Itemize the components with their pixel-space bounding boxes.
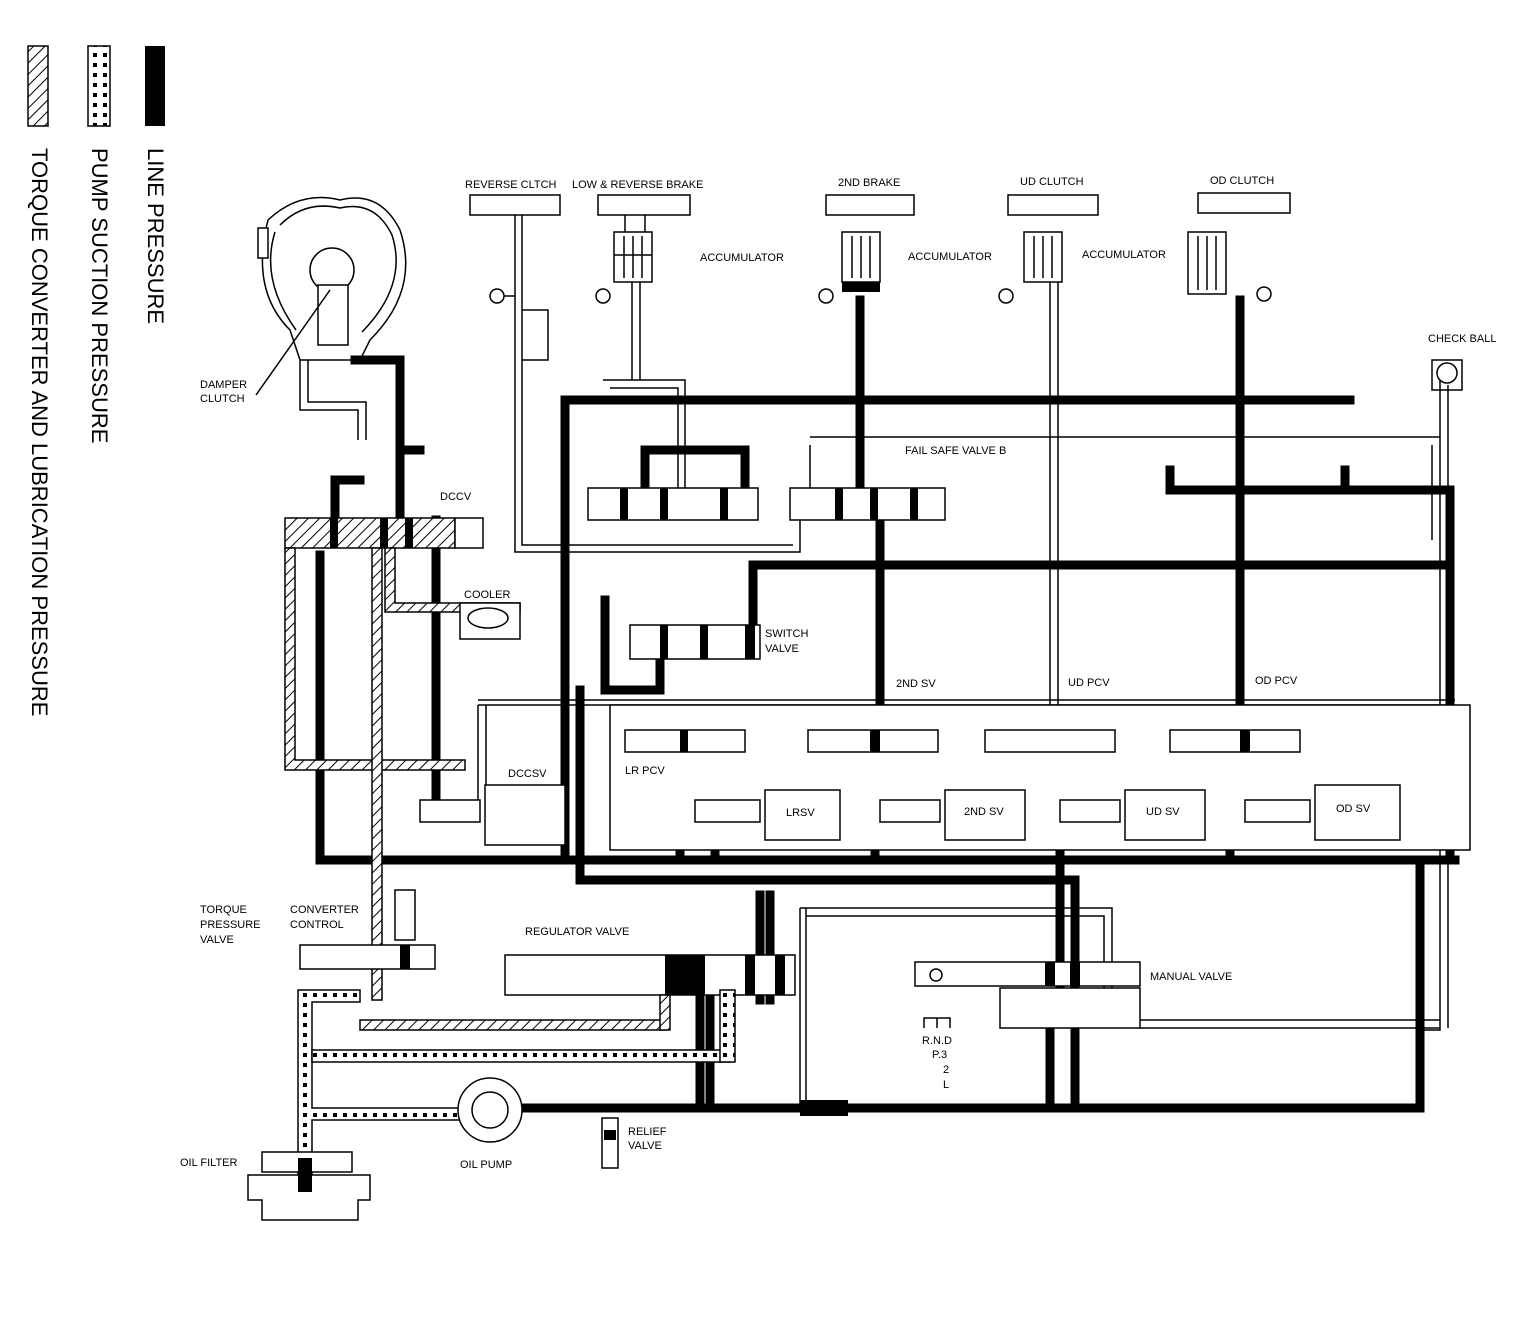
torque-pressure-valve-label-1: TORQUE xyxy=(200,904,247,916)
lrsv-label: LRSV xyxy=(786,807,815,819)
lr-pcv-label: LR PCV xyxy=(625,765,665,777)
accumulators xyxy=(489,231,1272,304)
converter-control-label-1: CONVERTER xyxy=(290,904,359,916)
ud-sv-label: UD SV xyxy=(1146,806,1180,818)
fail-safe-valve-block xyxy=(587,487,946,521)
oil-pump xyxy=(457,1077,523,1143)
check-ball-label: CHECK BALL xyxy=(1428,333,1496,345)
range-label-1: R.N.D xyxy=(922,1035,952,1047)
legend-swatch-suction xyxy=(87,45,111,127)
low-reverse-brake-label: LOW & REVERSE BRAKE xyxy=(572,179,703,191)
torque-pressure-valve-label-2: PRESSURE xyxy=(200,919,261,931)
manual-valve xyxy=(914,961,1141,1029)
dccsv-label: DCCSV xyxy=(508,768,547,780)
oil-filter-label: OIL FILTER xyxy=(180,1157,238,1169)
second-sv-label: 2ND SV xyxy=(964,806,1004,818)
oil-filter xyxy=(247,1151,371,1221)
oil-pump-label: OIL PUMP xyxy=(460,1159,512,1171)
reverse-clutch-label: REVERSE CLTCH xyxy=(465,179,557,191)
regulator-valve-label: REGULATOR VALVE xyxy=(525,926,629,938)
legend: LINE PRESSURE PUMP SUCTION PRESSURE TORQ… xyxy=(27,45,168,716)
suction-circuits xyxy=(297,989,736,1181)
manual-valve-label: MANUAL VALVE xyxy=(1150,971,1232,983)
lrsv-box xyxy=(764,789,841,841)
clutch-boxes xyxy=(469,192,1291,216)
damper-clutch-label-2: CLUTCH xyxy=(200,393,245,405)
accumulator-2nd xyxy=(841,231,881,292)
accumulator-lr xyxy=(613,231,653,283)
ud-clutch-box xyxy=(1007,194,1099,216)
cooler xyxy=(459,602,521,640)
dccv-valve xyxy=(284,517,484,549)
regulator-valve xyxy=(504,954,796,996)
second-brake-box xyxy=(825,194,915,216)
legend-swatch-line xyxy=(145,46,165,126)
pcv-row xyxy=(609,704,1471,851)
second-sv-box xyxy=(944,789,1026,841)
switch-valve-label-1: SWITCH xyxy=(765,628,808,640)
accumulator-od xyxy=(1187,231,1227,295)
ud-clutch-label: UD CLUTCH xyxy=(1020,176,1084,188)
ud-sv-box xyxy=(1124,789,1206,841)
solenoid-valves xyxy=(419,784,1401,846)
line-pressure-circuits xyxy=(315,295,1460,1116)
converter-control-valve xyxy=(299,889,436,970)
check-ball xyxy=(1431,359,1463,391)
low-reverse-brake-box xyxy=(597,194,691,216)
switch-valve-label-2: VALVE xyxy=(765,643,799,655)
labels: REVERSE CLTCH LOW & REVERSE BRAKE 2ND BR… xyxy=(180,175,1496,1171)
od-sv-label: OD SV xyxy=(1336,803,1371,815)
range-indicator xyxy=(923,1017,951,1028)
range-label-4: L xyxy=(943,1079,949,1091)
legend-suction-label: PUMP SUCTION PRESSURE xyxy=(87,148,112,443)
range-label-3: 2 xyxy=(943,1064,949,1076)
converter-control-label-2: CONTROL xyxy=(290,919,344,931)
dccv-label: DCCV xyxy=(440,491,472,503)
switch-valve xyxy=(629,624,761,660)
od-sv-box xyxy=(1314,784,1401,841)
od-clutch-label: OD CLUTCH xyxy=(1210,175,1274,187)
damper-clutch-label-1: DAMPER xyxy=(200,379,247,391)
cooler-label: COOLER xyxy=(464,589,511,601)
second-sv-top-label: 2ND SV xyxy=(896,678,936,690)
od-pcv-label: OD PCV xyxy=(1255,675,1298,687)
relief-valve-label-2: VALVE xyxy=(628,1140,662,1152)
legend-swatch-lube xyxy=(27,45,49,127)
accumulator-label-1: ACCUMULATOR xyxy=(700,252,784,264)
accumulator-label-2: ACCUMULATOR xyxy=(908,251,992,263)
accumulator-label-3: ACCUMULATOR xyxy=(1082,249,1166,261)
range-label-2: P.3 xyxy=(932,1049,947,1061)
reverse-clutch-box xyxy=(469,194,561,216)
relief-valve xyxy=(601,1117,619,1169)
damper-clutch-leader xyxy=(255,289,331,396)
legend-line-label: LINE PRESSURE xyxy=(143,148,168,324)
torque-pressure-valve-label-3: VALVE xyxy=(200,934,234,946)
relief-valve-label-1: RELIEF xyxy=(628,1126,667,1138)
accumulator-ud xyxy=(1023,231,1063,283)
ud-pcv-label: UD PCV xyxy=(1068,677,1110,689)
torque-converter xyxy=(255,196,407,396)
od-clutch-box xyxy=(1197,192,1291,214)
legend-lube-label: TORQUE CONVERTER AND LUBRICATION PRESSUR… xyxy=(27,148,52,716)
valve-bodies xyxy=(247,359,1471,1221)
second-brake-label: 2ND BRAKE xyxy=(838,177,900,189)
dccsv-box xyxy=(484,784,566,846)
fail-safe-valve-b-label: FAIL SAFE VALVE B xyxy=(905,445,1006,457)
